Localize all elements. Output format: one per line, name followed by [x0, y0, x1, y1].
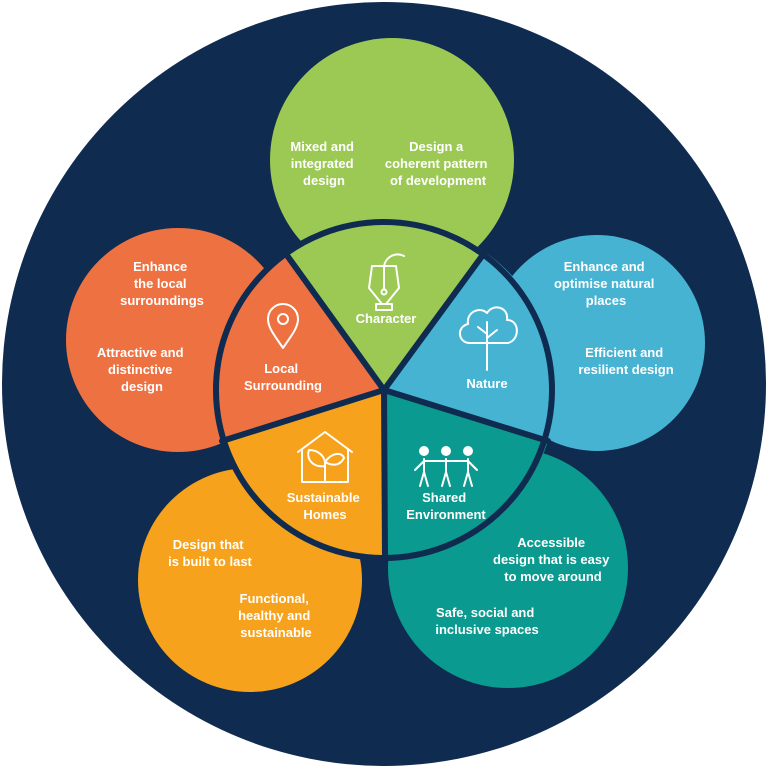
shared-environment-text-1: Accessible design that is easy to move a…	[493, 535, 613, 584]
nature-text-1: Enhance and optimise natural places	[554, 259, 658, 308]
character-label: Character	[356, 311, 417, 326]
spoke-line	[219, 387, 387, 444]
sustainable-homes-text-1: Design that is built to last	[168, 537, 252, 569]
sustainable-homes-label: Sustainable Homes	[287, 490, 364, 522]
spoke-line	[381, 387, 388, 561]
ring-spokes	[219, 249, 551, 561]
local-surrounding-text-1: Enhance the local surroundings	[120, 259, 204, 308]
tree-icon	[459, 306, 518, 371]
character-wedge	[286, 220, 485, 390]
local-surrounding-wedge	[214, 254, 384, 441]
people-bodies-icon	[414, 458, 478, 487]
character-text-2: Design a coherent pattern of development	[385, 139, 491, 188]
people-icon	[419, 446, 473, 456]
character-petal	[270, 38, 514, 282]
local-surrounding-text-2: Attractive and distinctive design	[97, 345, 187, 394]
spoke-line	[381, 249, 488, 393]
map-pin-icon	[267, 303, 299, 349]
local-surrounding-label: Local Surrounding	[244, 361, 322, 393]
sustainable-homes-text-2: Functional, healthy and sustainable	[238, 591, 314, 640]
pen-nib-icon	[368, 253, 405, 311]
character-text-1: Mixed and integrated design	[290, 139, 357, 188]
house-leaf-icon	[297, 431, 353, 483]
shared-environment-label: Shared Environment	[406, 490, 486, 522]
spoke-line	[283, 251, 387, 393]
spoke-line	[381, 387, 551, 444]
nature-text-2: Efficient and resilient design	[578, 345, 673, 377]
nature-label: Nature	[466, 376, 507, 391]
nature-wedge	[384, 252, 557, 441]
sustainable-homes-wedge	[222, 390, 385, 559]
shared-environment-wedge	[384, 390, 548, 559]
shared-environment-text-2: Safe, social and inclusive spaces	[435, 605, 538, 637]
